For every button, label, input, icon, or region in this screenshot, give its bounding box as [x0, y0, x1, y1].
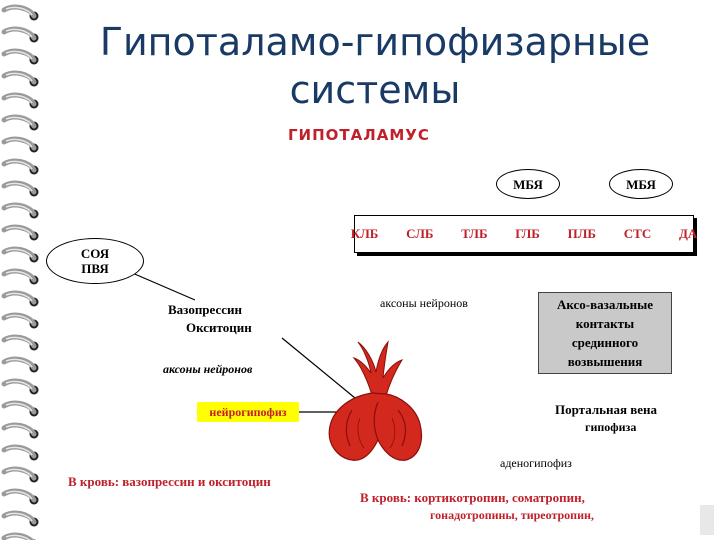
- portal-vein-label-1: Портальная вена: [555, 402, 658, 417]
- binding-ring-highlight: [5, 314, 33, 324]
- binding-ring-highlight: [5, 160, 33, 170]
- binding-ring-highlight: [5, 534, 31, 540]
- binding-ring-highlight: [5, 226, 33, 236]
- page-title: Гипоталамо-гипофизарные системы: [60, 18, 690, 114]
- binding-ring-highlight: [5, 512, 33, 522]
- title-line-2: системы: [289, 68, 461, 112]
- axons-label-lower: аксоны нейронов: [163, 362, 253, 376]
- connector-soya-vasopressin: [129, 271, 196, 301]
- connector-oxytocin-gland: [281, 337, 356, 399]
- axo-line-1: Аксо-вазальные: [556, 297, 654, 312]
- axons-label-upper: аксоны нейронов: [380, 296, 468, 310]
- binding-ring-highlight: [5, 490, 33, 500]
- pituitary-gland-icon: [328, 340, 423, 461]
- binding-ring-highlight: [5, 446, 33, 456]
- oxytocin-label: Окситоцин: [186, 320, 252, 335]
- page-corner: [700, 505, 714, 535]
- mbya-label-left: МБЯ: [513, 176, 543, 192]
- binding-ring-highlight: [5, 94, 33, 104]
- blood-right-label-1: В кровь: кортикотропин, соматропин,: [360, 490, 585, 505]
- neurohypophysis-text: нейрогипофиз: [209, 404, 287, 419]
- binding-ring-highlight: [5, 468, 33, 478]
- binding-ring-highlight: [5, 138, 33, 148]
- hypothalamus-label: ГИПОТАЛАМУС: [288, 126, 430, 144]
- binding-ring-highlight: [5, 270, 33, 280]
- axo-vasal-box: Аксо-вазальные контакты срединного возвы…: [538, 292, 672, 374]
- mbya-oval-left: МБЯ: [496, 169, 560, 199]
- blood-left-label: В кровь: вазопрессин и окситоцин: [68, 474, 271, 489]
- nuclei-text: КЛБ СЛБ ТЛБ ГЛБ ПЛБ СТС ДА: [350, 226, 698, 241]
- vasopressin-label: Вазопрессин: [168, 302, 242, 317]
- pvya-label: ПВЯ: [81, 261, 109, 276]
- neurohypophysis-label: нейрогипофиз: [197, 402, 299, 422]
- binding-ring-highlight: [5, 28, 33, 38]
- binding-ring-highlight: [5, 358, 33, 368]
- portal-vein-label-2: гипофиза: [585, 420, 637, 434]
- binding-ring-highlight: [5, 116, 33, 126]
- binding-ring-highlight: [5, 204, 33, 214]
- adenohypophysis-label: аденогипофиз: [500, 456, 572, 470]
- axo-line-3: срединного: [571, 335, 639, 350]
- spiral-binding-icon: [1, 4, 39, 540]
- binding-ring-highlight: [5, 292, 33, 302]
- nuclei-box: КЛБ СЛБ ТЛБ ГЛБ ПЛБ СТС ДА: [351, 215, 697, 253]
- mbya-label-right: МБЯ: [626, 176, 656, 192]
- soya-pvya-oval: СОЯ ПВЯ: [46, 238, 144, 284]
- soya-label: СОЯ: [80, 246, 110, 261]
- binding-ring-highlight: [5, 50, 33, 60]
- axo-line-2: контакты: [575, 316, 635, 331]
- binding-ring-highlight: [5, 424, 33, 434]
- binding-ring-highlight: [5, 248, 33, 258]
- blood-right-label-2: гонадотропины, тиреотропин,: [430, 508, 594, 522]
- binding-ring-highlight: [5, 182, 33, 192]
- axo-line-4: возвышения: [567, 354, 643, 369]
- binding-ring-highlight: [5, 72, 33, 82]
- binding-ring-highlight: [5, 6, 33, 16]
- mbya-oval-right: МБЯ: [609, 169, 673, 199]
- binding-ring-highlight: [5, 336, 33, 346]
- title-line-1: Гипоталамо-гипофизарные: [99, 20, 651, 64]
- binding-ring-highlight: [5, 402, 33, 412]
- binding-ring-highlight: [5, 380, 33, 390]
